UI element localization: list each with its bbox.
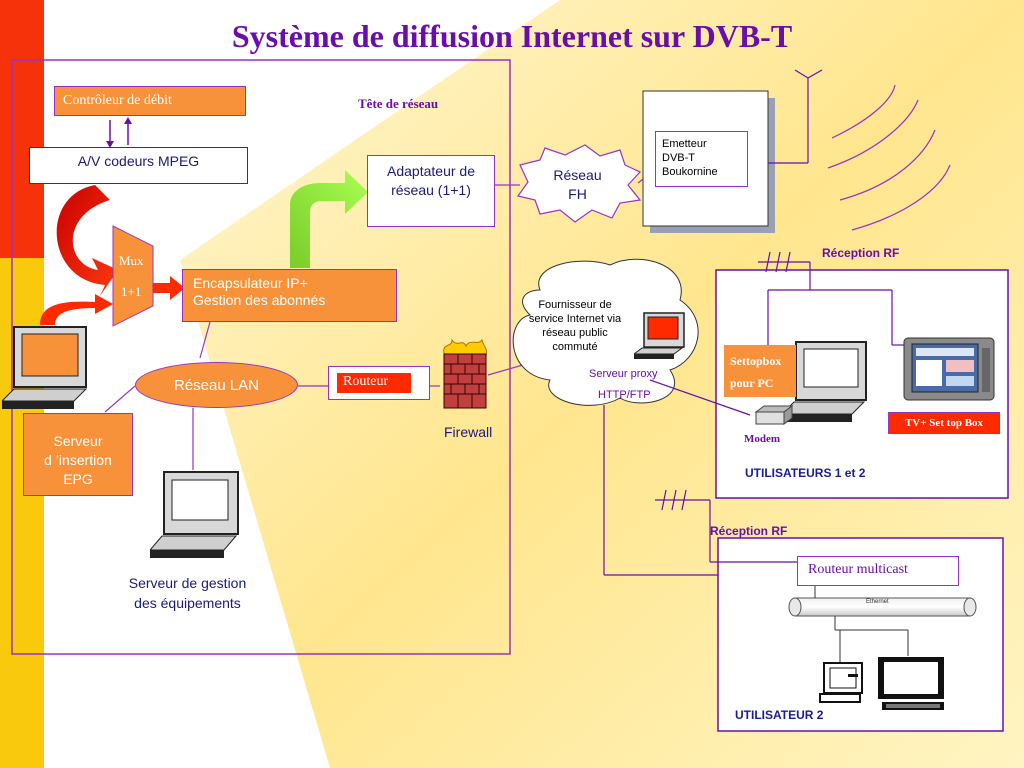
routeur-multicast-label: Routeur multicast	[808, 562, 908, 577]
head-end-label: Tête de réseau	[358, 96, 439, 111]
reseau-fh-label: Réseau FH	[535, 166, 620, 204]
reseau-lan-label: Réseau LAN	[173, 377, 260, 394]
settopbox-line2: pour PC	[730, 376, 774, 390]
head-end-frame	[11, 59, 511, 655]
tv-stb-box: TV+ Set top Box	[888, 412, 1000, 434]
modem-label: Modem	[744, 433, 781, 445]
settopbox-pc-box: Settopbox pour PC	[724, 345, 796, 397]
red-arrow-codeurs-mux	[56, 185, 118, 296]
firewall-label: Firewall	[444, 424, 493, 440]
emetteur-line1: Emetteur	[662, 138, 707, 150]
encapsulateur-box: Encapsulateur IP+ Gestion des abonnés	[182, 269, 397, 322]
emetteur-line2: DVB-T	[662, 152, 695, 164]
emetteur-box: Emetteur DVB-T Boukornine	[655, 131, 748, 187]
firewall-icon	[443, 338, 487, 409]
codeurs-box: A/V codeurs MPEG	[29, 147, 248, 184]
routeur-box: Routeur	[337, 373, 411, 393]
routeur-multicast-box: Routeur multicast	[797, 556, 959, 586]
computer-icon-gestion	[150, 471, 239, 558]
mux-shape	[112, 225, 154, 327]
isp-cloud	[512, 258, 699, 406]
controleur-debit-box: Contrôleur de débit	[54, 86, 246, 116]
routeur-label: Routeur	[343, 374, 389, 389]
isp-line4: commuté	[552, 341, 598, 353]
reseau-fh-line2: FH	[568, 186, 587, 202]
computer-icon-users12	[782, 341, 867, 422]
computer-icon-user2-small	[819, 662, 863, 703]
isp-line3: réseau public	[542, 327, 608, 339]
reseau-lan-node: Réseau LAN	[135, 362, 298, 408]
isp-line1: Fournisseur de	[538, 299, 612, 311]
controleur-debit-label: Contrôleur de débit	[63, 93, 172, 108]
mux-label-line1: Mux	[119, 253, 144, 268]
codeurs-label: A/V codeurs MPEG	[77, 153, 200, 169]
modem-icon	[754, 405, 794, 425]
tv-stb-label: TV+ Set top Box	[904, 417, 984, 429]
reseau-fh-burst	[516, 144, 642, 223]
emetteur-line3: Boukornine	[662, 166, 718, 178]
green-arrow-encap-adapt	[290, 170, 368, 268]
computer-icon-isp	[634, 312, 685, 359]
isp-line2: service Internet via	[528, 313, 622, 325]
encapsulateur-line2: Gestion des abonnés	[193, 292, 326, 308]
routeur-frame: Routeur	[328, 366, 430, 400]
left-red-stripe	[0, 0, 44, 258]
serveur-epg-line1: Serveur	[53, 433, 103, 449]
ethernet-label: Ethernet	[866, 599, 889, 605]
proxy-line1: Serveur proxy	[589, 368, 658, 380]
adaptateur-line1: Adaptateur de	[387, 163, 475, 179]
reception-rf-users12: Réception RF	[822, 246, 900, 260]
serveur-gestion-label: Serveur de gestion des équipements	[100, 573, 275, 613]
adaptateur-box: Adaptateur de réseau (1+1)	[367, 155, 495, 227]
serveur-epg-line3: EPG	[63, 471, 93, 487]
computer-icon-user2-large	[878, 657, 944, 710]
isp-label: Fournisseur de service Internet via rése…	[515, 298, 635, 354]
settopbox-line1: Settopbox	[730, 354, 782, 368]
encapsulateur-line1: Encapsulateur IP+	[193, 275, 308, 291]
proxy-line2: HTTP/FTP	[598, 389, 651, 401]
computer-icon-left	[2, 326, 88, 409]
users12-label: UTILISATEURS 1 et 2	[745, 466, 866, 480]
reseau-fh-line1: Réseau	[553, 167, 602, 183]
red-arrow-pc-mux	[40, 294, 113, 325]
serveur-epg-box: Serveur d ’insertion EPG	[23, 413, 133, 496]
adaptateur-line2: réseau (1+1)	[391, 182, 471, 198]
user2-label: UTILISATEUR 2	[735, 708, 824, 722]
mux-label-line2: 1+1	[121, 284, 142, 299]
red-arrow-mux-encap	[153, 276, 185, 300]
tv-set-top-box-icon	[903, 337, 995, 401]
page-title: Système de diffusion Internet sur DVB-T	[231, 18, 793, 54]
serveur-gestion-line1: Serveur de gestion	[128, 575, 247, 591]
reception-rf-user2: Réception RF	[710, 524, 788, 538]
serveur-gestion-line2: des équipements	[134, 595, 241, 611]
serveur-epg-line2: d ’insertion	[44, 452, 112, 468]
